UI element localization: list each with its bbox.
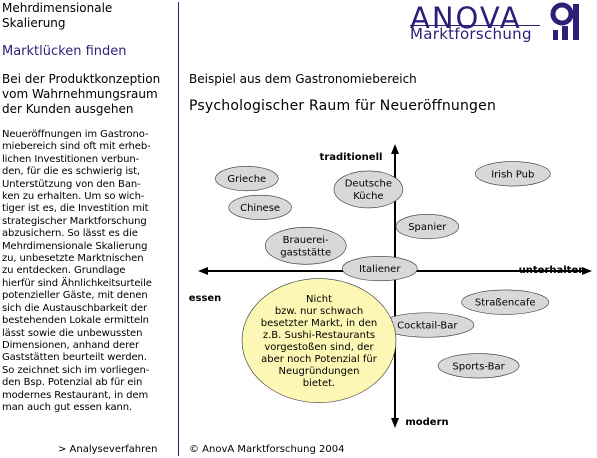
bubble-label: Chinese (240, 203, 280, 214)
intro-line: der Kunden ausgehen (2, 102, 134, 116)
axis-label-modern: modern (405, 417, 448, 428)
y-axis-arrow-down (391, 418, 399, 428)
axis-label-essen: essen (189, 293, 222, 304)
bubble-italiener (342, 256, 418, 282)
market-gap-text: Nicht (306, 294, 332, 305)
body-line: bestehenden Lokale ermitteln (2, 315, 149, 327)
body-line: zu entdecken. Grundlage (2, 265, 126, 277)
logo-subtitle: Marktforschung (410, 25, 532, 43)
body-line: Gaststätten beurteilt werden. (2, 352, 147, 364)
x-axis-arrow-right (582, 267, 592, 275)
x-axis-arrow-left (198, 267, 208, 275)
section-title: Marktlücken finden (2, 44, 127, 59)
logo-wordmark: ANOVA (410, 1, 522, 35)
market-gap-text: bietet. (303, 378, 335, 389)
body-line: Dimensionen, anhand derer (2, 339, 139, 351)
body-line: hierfür sind Ähnlichkeitsurteile (2, 277, 152, 289)
bubble-label: Cocktail-Bar (397, 321, 458, 332)
bubble-label: Irish Pub (491, 169, 534, 180)
market-gap-text: vorgestoßen sind, der (264, 342, 374, 353)
logo-divider (410, 25, 540, 26)
topic-line: Skalierung (2, 16, 66, 30)
bubble-brauerei (264, 227, 347, 265)
body-line: modernes Restaurant, in dem (2, 389, 149, 401)
intro-line: Bei der Produktkonzeption (2, 72, 161, 86)
market-gap-region (241, 278, 397, 403)
bubble-irishpub (475, 161, 551, 187)
bubble-label: Brauerei- (283, 235, 329, 246)
market-gap-text: z.B. Sushi-Restaurants (263, 330, 375, 341)
body-line: strategischer Marktforschung (2, 215, 147, 227)
logo-icon (550, 2, 579, 40)
y-axis-arrow-up (391, 144, 399, 154)
body-line: Unterstützung von den Ban- (2, 178, 141, 190)
market-gap-text: bzw. nur schwach (275, 306, 363, 317)
bubble-spanier (395, 214, 459, 240)
bubble-label: Grieche (227, 174, 266, 185)
bubble-label: Straßencafe (475, 298, 536, 309)
market-gap-text: Neugründungen (279, 366, 360, 377)
bubble-grieche (215, 166, 279, 192)
body-paragraph: Neueröffnungen im Gastrono-miebereich si… (2, 129, 174, 414)
body-line: man auch gut essen kann. (2, 401, 133, 413)
body-line: Mehrdimensionale Skalierung (2, 240, 148, 252)
body-line: den, für die es schwierig ist, (2, 166, 141, 178)
body-line: miebereich sind oft mit erheb- (2, 141, 151, 153)
perceptual-map: traditionell modern unterhalten essen Griech… (189, 144, 592, 428)
left-column: Mehrdimensionale Skalierung Marktlücken … (0, 0, 176, 458)
body-line: abzusichern. So lässt es die (2, 228, 138, 240)
body-line: tiger ist es, die Investition mit (2, 203, 149, 215)
chart-title: Psychologischer Raum für Neueröffnungen (189, 98, 497, 114)
intro-text: Bei der Produktkonzeption vom Wahrnehmun… (2, 72, 174, 117)
copyright-footer: © AnovA Marktforschung 2004 (189, 444, 345, 455)
topic-heading: Mehrdimensionale Skalierung (2, 1, 174, 31)
body-line: den Bsp. Potenzial ab für ein (2, 377, 143, 389)
bubble-straßencafe (461, 289, 550, 315)
axis-label-traditionell: traditionell (320, 152, 383, 163)
analyseverfahren-link[interactable]: > Analyseverfahren (58, 444, 158, 455)
bubble-chinese (228, 194, 292, 220)
bubble-label: gaststätte (280, 248, 331, 259)
body-line: Neueröffnungen im Gastrono- (2, 129, 149, 140)
intro-line: vom Wahrnehmungsraum (2, 87, 158, 101)
topic-line: Mehrdimensionale (2, 1, 113, 15)
column-divider (178, 2, 179, 456)
bubble-sportsbar (437, 353, 520, 379)
body-line: sich die Austauschbarkeit der (2, 302, 148, 314)
axis-label-unterhalten: unterhalten (519, 265, 586, 276)
example-label: Beispiel aus dem Gastronomiebereich (189, 72, 417, 86)
market-gap-text: besetzter Markt, in den (261, 318, 377, 329)
bubble-label: Spanier (408, 222, 447, 233)
body-line: So zeichnet sich im vorliegen- (2, 364, 150, 376)
bubble-label: Italiener (359, 264, 401, 275)
body-line: zu, unbesetzte Marktnischen (2, 253, 144, 265)
body-line: potenzieller Gäste, mit denen (2, 290, 148, 302)
body-line: lichen Investitionen verbun- (2, 153, 140, 165)
body-line: ken zu erhalten. Um so wich- (2, 191, 145, 203)
bubble-label: Deutsche (345, 179, 392, 190)
market-gap-text: aber noch Potenzial für (261, 354, 378, 365)
bubble-label: Sports-Bar (452, 361, 505, 372)
body-line: lässt sowie die unbewussten (2, 327, 143, 339)
bubble-deutsche (333, 170, 404, 209)
bubble-label: Küche (353, 191, 383, 202)
